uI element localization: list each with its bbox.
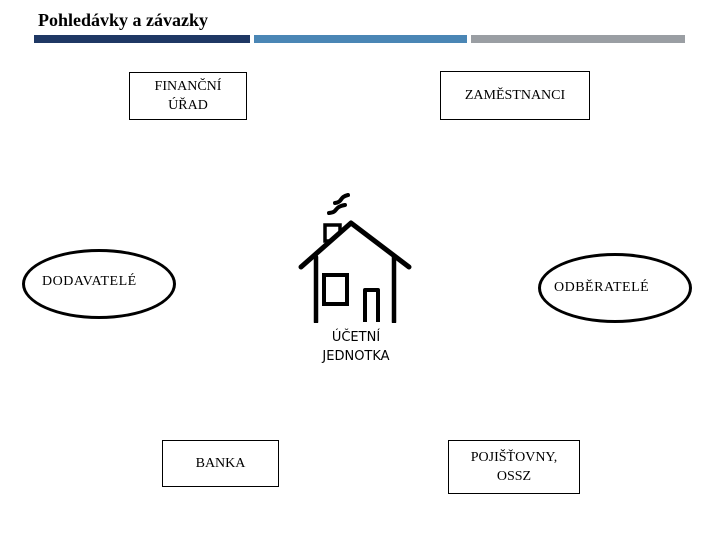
node-banka-label: BANKA [195, 456, 246, 471]
title-underline-gray [471, 35, 685, 43]
title-underline-dark [34, 35, 250, 43]
slide-title: Pohledávky a závazky [38, 10, 209, 30]
house-icon [289, 191, 414, 328]
node-odberatele-label: ODBĚRATELÉ [554, 280, 650, 295]
node-odberatele-ellipse [538, 253, 692, 323]
node-dodavatele-ellipse [22, 249, 176, 319]
node-zamestnanci: ZAMĚSTNANCI [440, 71, 590, 120]
title-underline-blue [254, 35, 467, 43]
center-label: ÚČETNÍ JEDNOTKA [322, 330, 390, 364]
node-pojistovny: POJIŠŤOVNY, OSSZ [448, 440, 580, 494]
node-zamestnanci-label: ZAMĚSTNANCI [464, 88, 566, 103]
node-dodavatele-label: DODAVATELÉ [42, 274, 137, 289]
node-financni-urad: FINANČNÍ ÚŘAD [129, 72, 247, 120]
node-financni-urad-label: FINANČNÍ ÚŘAD [154, 79, 222, 113]
node-pojistovny-label: POJIŠŤOVNY, OSSZ [470, 450, 558, 484]
node-banka: BANKA [162, 440, 279, 487]
